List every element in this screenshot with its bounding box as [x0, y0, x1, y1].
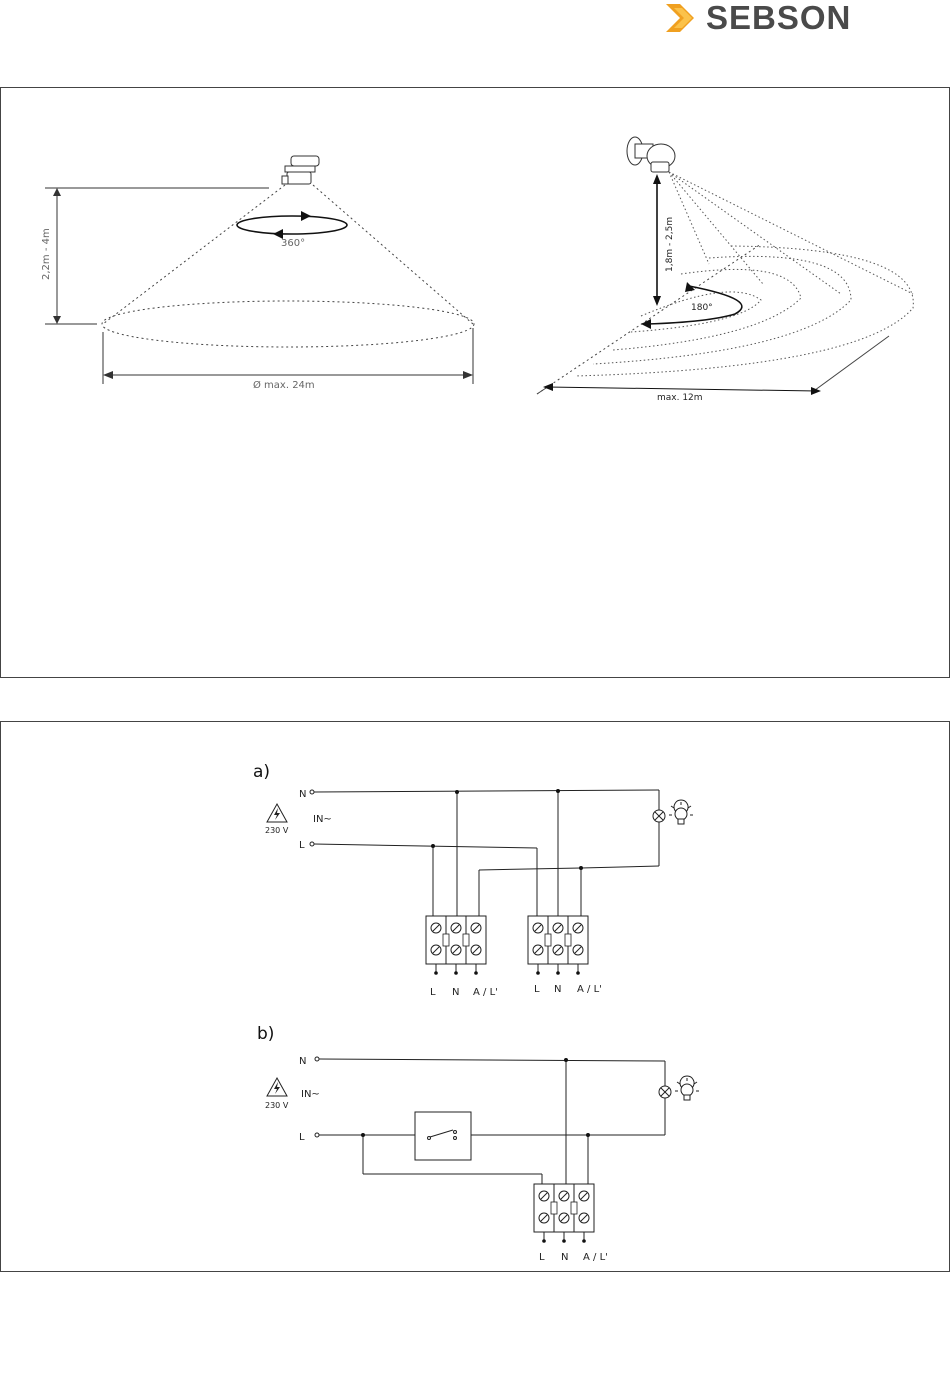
lamp-symbol-icon — [659, 1086, 671, 1098]
diameter-dimension — [103, 328, 473, 384]
wall-sensor-icon — [627, 137, 675, 172]
detection-range-panel: 2,2m - 4m 360° Ø max. 24m — [0, 87, 950, 678]
brand-logo: SEBSON — [660, 0, 900, 40]
wiring-b-title: b) — [257, 1024, 274, 1044]
wall-height-dimension — [653, 174, 661, 306]
range-label: max. 12m — [657, 393, 703, 403]
high-voltage-icon — [267, 804, 287, 822]
wiring-a-t1-n: N — [452, 987, 459, 998]
terminal-block-2 — [528, 916, 588, 975]
light-bulb-icon — [675, 1076, 699, 1100]
wiring-b-input-label: IN~ — [301, 1089, 320, 1100]
wiring-a-input-label: IN~ — [313, 814, 332, 825]
wiring-panel: a) N L 230 V IN~ L — [0, 721, 950, 1272]
wiring-b-n-label: N — [299, 1056, 306, 1067]
rotation-arrows — [237, 211, 347, 239]
ceiling-height-label: 2,2m - 4m — [41, 228, 52, 280]
lamp-symbol-icon — [653, 810, 665, 822]
wiring-a-junctions — [431, 789, 583, 870]
terminal-block-1 — [426, 916, 486, 975]
wiring-drawing: a) N L 230 V IN~ L — [1, 722, 950, 1273]
wiring-a-title: a) — [253, 762, 270, 782]
wiring-b-wires — [315, 1057, 665, 1184]
detection-cone — [102, 185, 474, 347]
ceiling-angle-label: 360° — [281, 238, 305, 249]
wall-height-label: 1,8m - 2,5m — [665, 217, 675, 272]
wiring-a-t1-a: A / L' — [473, 987, 498, 998]
wiring-b-junctions — [361, 1058, 590, 1137]
brand-name: SEBSON — [706, 0, 851, 36]
detection-range-drawing: 2,2m - 4m 360° Ø max. 24m — [1, 88, 950, 679]
wiring-a-voltage-label: 230 V — [265, 826, 289, 835]
wiring-a-t2-n: N — [554, 984, 561, 995]
wiring-a-l-label: L — [299, 840, 305, 851]
wiring-b-voltage-label: 230 V — [265, 1101, 289, 1110]
detection-fan — [575, 172, 913, 376]
wiring-a-t2-l: L — [534, 984, 540, 995]
light-bulb-icon — [669, 800, 693, 824]
ceiling-sensor-icon — [282, 156, 319, 184]
chevron-logo-icon — [660, 0, 706, 40]
wiring-b-t-l: L — [539, 1252, 545, 1263]
ceiling-height-dimension — [45, 188, 269, 324]
wiring-b-t-a: A / L' — [583, 1252, 608, 1263]
high-voltage-icon — [267, 1078, 287, 1096]
wiring-a-t2-a: A / L' — [577, 984, 602, 995]
terminal-block-3 — [534, 1184, 594, 1243]
wiring-b-t-n: N — [561, 1252, 568, 1263]
wiring-a-wires — [310, 790, 659, 916]
wiring-a-n-label: N — [299, 789, 306, 800]
diameter-label: Ø max. 24m — [253, 379, 315, 391]
wiring-a-t1-l: L — [430, 987, 436, 998]
wall-angle-label: 180° — [691, 303, 713, 313]
wiring-b-l-label: L — [299, 1132, 305, 1143]
